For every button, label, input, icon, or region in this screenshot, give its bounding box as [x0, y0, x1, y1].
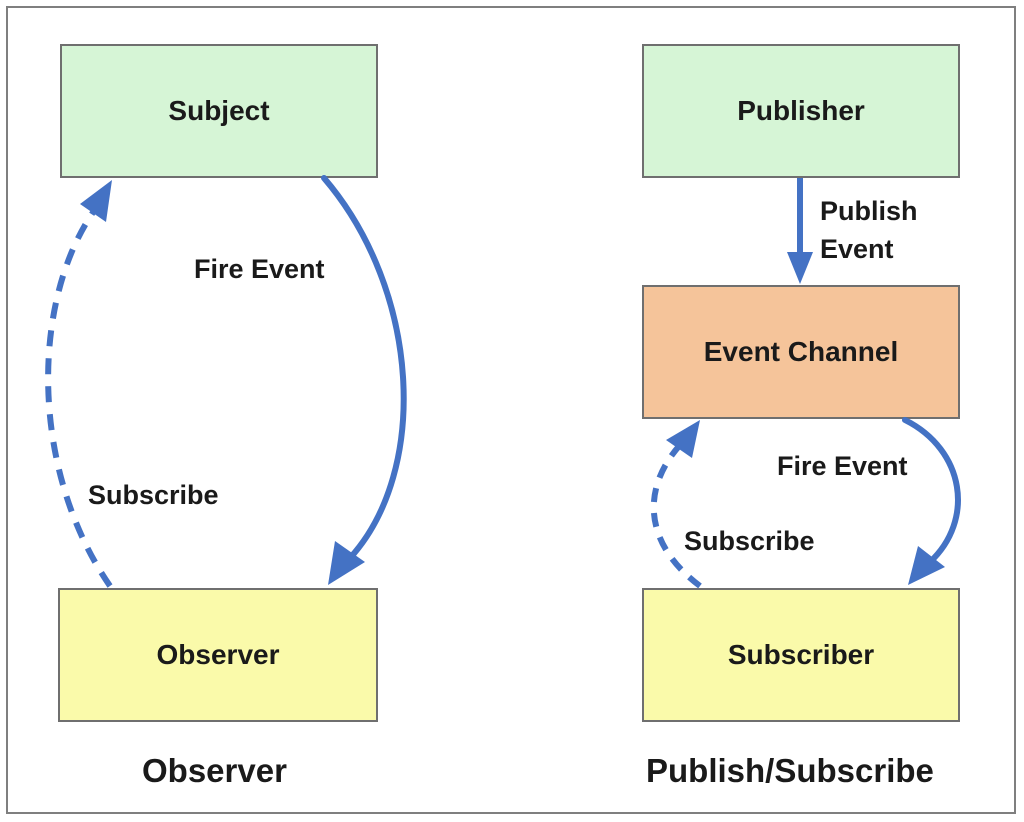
subscriber-box: Subscriber: [642, 588, 960, 722]
subscribe-label-observer: Subscribe: [88, 480, 219, 510]
subject-box: Subject: [60, 44, 378, 178]
observer-caption: Observer: [142, 752, 287, 789]
publisher-box: Publisher: [642, 44, 960, 178]
fire-event-label-pubsub: Fire Event: [777, 451, 908, 481]
publish-event-label-line1: Publish: [820, 196, 918, 226]
pubsub-caption: Publish/Subscribe: [646, 752, 934, 789]
observer-box: Observer: [58, 588, 378, 722]
event-channel-box: Event Channel: [642, 285, 960, 419]
fire-event-label-observer: Fire Event: [194, 254, 325, 284]
publish-event-label-line2: Event: [820, 234, 894, 264]
subscribe-label-pubsub: Subscribe: [684, 526, 815, 556]
